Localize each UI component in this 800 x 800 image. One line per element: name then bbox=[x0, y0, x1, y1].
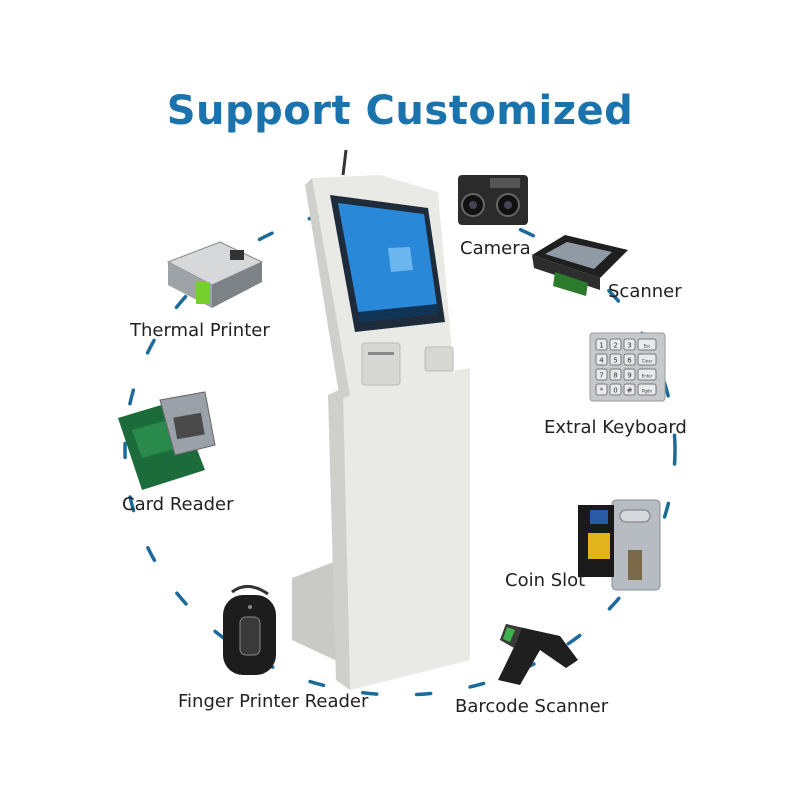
printer-icon bbox=[166, 241, 264, 308]
keypad-key bbox=[609, 368, 622, 381]
card-reader-icon bbox=[118, 391, 216, 490]
keypad-key bbox=[595, 353, 608, 366]
keypad-key bbox=[637, 383, 657, 396]
card-reader-label: Card Reader bbox=[122, 494, 234, 515]
dashed-ring bbox=[123, 203, 677, 697]
keypad-key bbox=[623, 353, 636, 366]
keyboard-label: Extral Keyboard bbox=[544, 417, 687, 438]
scanner-icon bbox=[532, 235, 628, 296]
keypad-key-label: # bbox=[627, 387, 633, 395]
barcode-scanner-label: Barcode Scanner bbox=[455, 696, 609, 717]
keypad-key bbox=[595, 338, 608, 351]
keypad-key bbox=[609, 353, 622, 366]
keypad-key-label: 1 bbox=[599, 342, 603, 350]
keypad-key-label: * bbox=[600, 387, 604, 395]
camera-label: Camera bbox=[460, 238, 531, 259]
coin-slot-label: Coin Slot bbox=[505, 570, 586, 591]
keypad-key-label: Clear bbox=[642, 359, 653, 364]
keypad-key-label: 2 bbox=[613, 342, 617, 350]
keypad-icon: 1 2 3 Esc 4 5 6 Clear 7 8 9 Enter * 0 # Pgdn bbox=[589, 332, 666, 402]
keypad-key bbox=[637, 368, 657, 381]
keypad-key-label: Esc bbox=[644, 344, 651, 349]
keypad-key bbox=[595, 383, 608, 396]
keypad-key bbox=[623, 368, 636, 381]
fingerprint-icon bbox=[223, 585, 276, 675]
kiosk-icon bbox=[292, 149, 470, 690]
keypad-key-label: 6 bbox=[627, 357, 632, 365]
keypad-key-label: Enter bbox=[642, 374, 653, 379]
keypad-key bbox=[623, 383, 636, 396]
keypad-key-label: 4 bbox=[599, 357, 604, 365]
keypad-key-label: 5 bbox=[613, 357, 617, 365]
keypad-key bbox=[609, 338, 622, 351]
keypad-key bbox=[595, 368, 608, 381]
keypad-key-label: 9 bbox=[627, 372, 631, 380]
barcode-gun-icon bbox=[498, 624, 578, 685]
keypad-key bbox=[637, 353, 657, 366]
scanner-label: Scanner bbox=[608, 281, 682, 302]
fingerprint-reader-label: Finger Printer Reader bbox=[178, 691, 369, 712]
thermal-printer-label: Thermal Printer bbox=[130, 320, 270, 341]
keypad-key bbox=[609, 383, 622, 396]
coin-acceptor-icon bbox=[578, 499, 661, 591]
keypad-key bbox=[623, 338, 636, 351]
keypad-key-label: 3 bbox=[627, 342, 631, 350]
keypad-key-label: 0 bbox=[613, 387, 617, 395]
keypad-key-label: 7 bbox=[599, 372, 603, 380]
keypad-key-label: Pgdn bbox=[642, 389, 652, 394]
camera-icon bbox=[458, 175, 528, 225]
keypad-key bbox=[637, 338, 657, 351]
page-title: Support Customized bbox=[166, 88, 634, 134]
keypad-key-label: 8 bbox=[613, 372, 617, 380]
